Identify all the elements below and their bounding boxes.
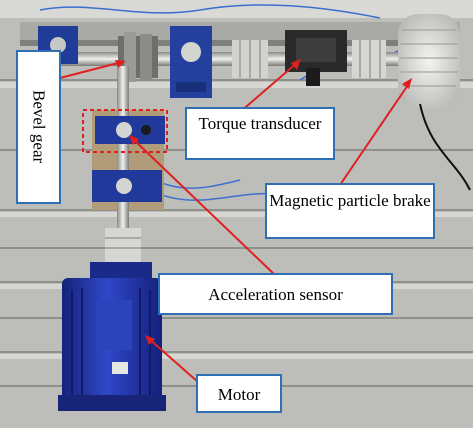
vertical-shaft (117, 66, 129, 258)
torque-transducer-label: Torque transducer (185, 107, 335, 160)
motor (58, 262, 166, 411)
pointer-arrows (59, 61, 411, 383)
magnetic-brake-label: Magnetic particle brake (265, 183, 435, 239)
bevel-gear-label: Bevel gear (16, 50, 61, 204)
acceleration-sensor-label: Acceleration sensor (158, 273, 393, 315)
motor-label: Motor (196, 374, 282, 413)
coupling-right (352, 40, 386, 78)
acceleration-sensor-highlight (82, 109, 168, 153)
arrow-heads (115, 59, 412, 345)
motor-coupling (105, 228, 141, 262)
magnetic-particle-brake (398, 14, 460, 108)
